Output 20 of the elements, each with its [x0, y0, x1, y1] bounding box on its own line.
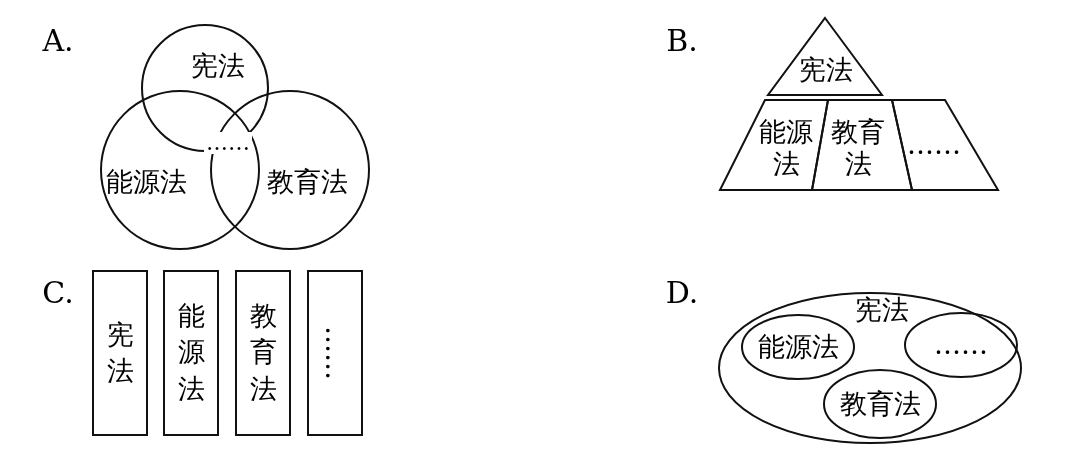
option-letter: D. — [665, 274, 699, 310]
law-name: 宪法 — [191, 49, 245, 83]
option-letter: C. — [42, 274, 74, 310]
law-name: …… — [319, 326, 352, 380]
law-name: …… — [934, 328, 988, 362]
law-name: 宪法 — [799, 53, 853, 87]
law-name: 能源法 — [176, 299, 206, 407]
law-name: …… — [907, 128, 961, 162]
overlap-label: …… — [204, 132, 252, 154]
law-name: 教育法 — [839, 387, 921, 421]
law-name: 宪法 — [105, 317, 135, 388]
law-name: 宪法 — [855, 293, 909, 327]
law-name: 教育法 — [248, 299, 278, 407]
option-letter: A. — [42, 22, 74, 58]
law-name: 能源法 — [105, 165, 187, 199]
option-letter: B. — [666, 22, 698, 58]
law-name: 教育法 — [266, 165, 348, 199]
law-name: 能源法 — [757, 330, 839, 364]
law-name: 能源法 — [758, 115, 814, 181]
law-name: 教育法 — [830, 115, 886, 181]
